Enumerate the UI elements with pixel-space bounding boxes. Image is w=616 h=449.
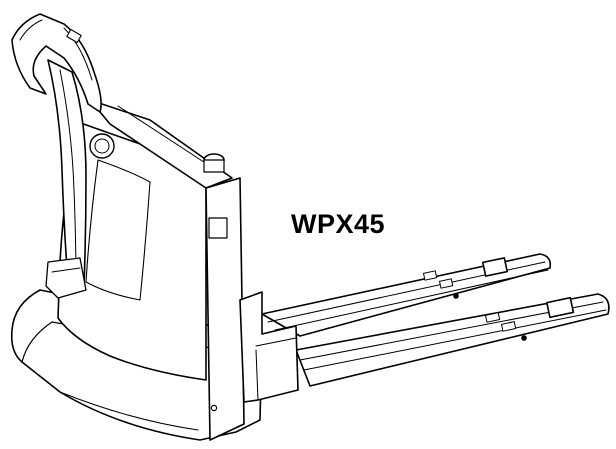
tiller-arm bbox=[47, 59, 87, 287]
pillar-window bbox=[208, 217, 228, 239]
fork-back bbox=[261, 253, 552, 337]
front-pillar bbox=[205, 177, 245, 441]
tiller bbox=[11, 13, 102, 299]
top-cover bbox=[89, 99, 233, 189]
pillar-bolt bbox=[210, 404, 218, 412]
tiller-head bbox=[11, 13, 102, 113]
model-label: WPX45 bbox=[291, 209, 386, 239]
forks bbox=[261, 253, 610, 387]
